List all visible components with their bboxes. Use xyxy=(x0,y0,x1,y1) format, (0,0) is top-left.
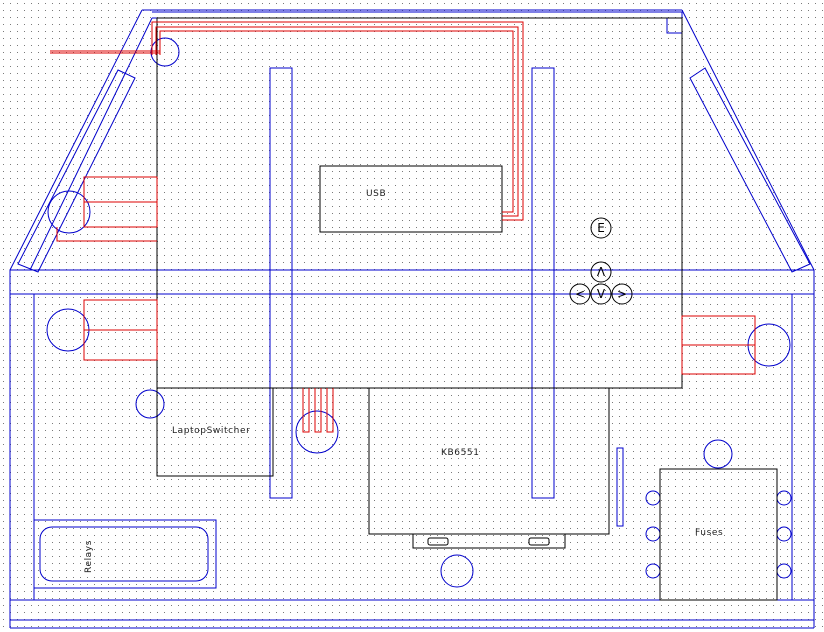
mount-hole-fuses xyxy=(703,439,733,469)
wire-usb-outer xyxy=(151,21,524,221)
laptop-switcher-box xyxy=(156,387,274,477)
wire-usb-mid xyxy=(155,26,519,217)
right-button-label: > xyxy=(617,287,627,301)
e-button-label: E xyxy=(597,221,605,235)
up-button[interactable]: Λ xyxy=(590,261,612,283)
connector-pin xyxy=(427,537,449,546)
mount-hole-left-upper xyxy=(47,190,91,234)
mount-hole-center-left xyxy=(295,410,339,454)
wire-usb-inner xyxy=(159,30,514,213)
side-bar xyxy=(616,447,624,527)
wiring xyxy=(50,21,756,433)
e-button[interactable]: E xyxy=(590,217,612,239)
relays-module xyxy=(39,526,209,582)
connector-pin xyxy=(528,537,550,546)
relays-label: Relays xyxy=(84,540,94,573)
right-button[interactable]: > xyxy=(611,283,633,305)
left-slant-bracket xyxy=(17,69,136,273)
relays-housing xyxy=(33,519,217,589)
mount-hole-bottom xyxy=(440,554,474,588)
right-rail xyxy=(531,67,555,499)
laptop-switcher-label: LaptopSwitcher xyxy=(172,426,250,436)
kb6551-connector xyxy=(412,533,566,549)
left-rail xyxy=(269,67,293,499)
wire-center-left xyxy=(302,388,310,433)
down-button[interactable]: V xyxy=(590,283,612,305)
body-outer xyxy=(9,269,815,621)
mount-hole-top-left xyxy=(150,37,180,67)
fuses-label: Fuses xyxy=(695,528,723,538)
usb-label: USB xyxy=(366,189,386,199)
right-slant-outer xyxy=(681,9,815,271)
up-button-label: Λ xyxy=(597,265,606,279)
left-button-label: < xyxy=(575,287,585,301)
left-slant-inner xyxy=(29,17,153,271)
right-slant-bracket xyxy=(689,67,811,273)
kb6551-label: KB6551 xyxy=(441,448,480,458)
down-button-label: V xyxy=(597,287,606,301)
mount-hole-laptop xyxy=(135,389,165,419)
fuses-box xyxy=(659,468,778,601)
left-button[interactable]: < xyxy=(569,283,591,305)
usb-box xyxy=(319,165,503,233)
control-buttons: E Λ < V > xyxy=(569,217,633,305)
